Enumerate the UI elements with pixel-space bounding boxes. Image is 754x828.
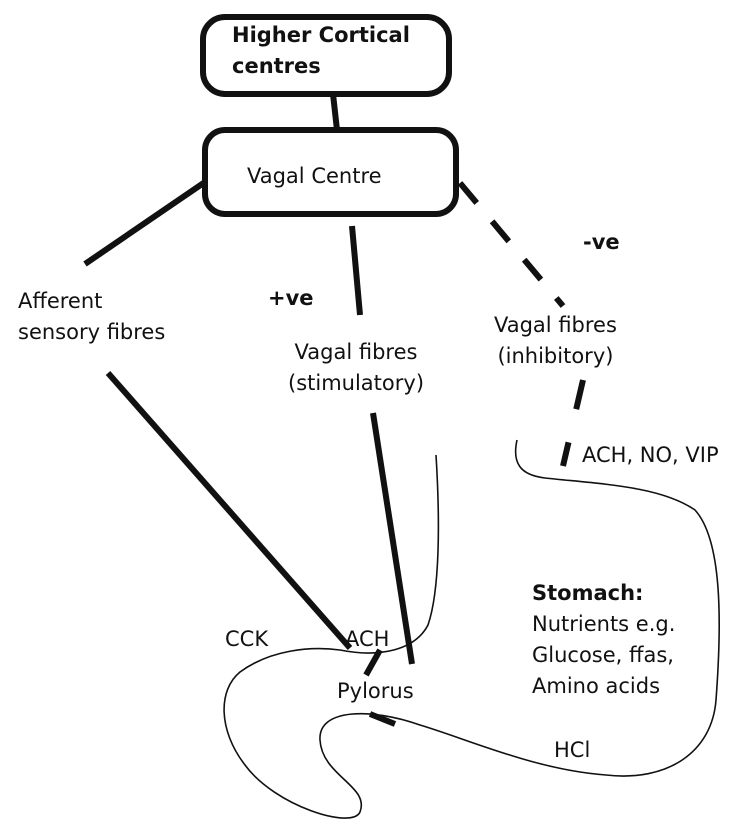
hcl-label: HCl bbox=[554, 738, 591, 762]
afferent-line1: Afferent bbox=[18, 289, 103, 313]
stimulatory-lower-line bbox=[370, 412, 415, 665]
pylorus-upper-line bbox=[363, 648, 383, 677]
inhibitory-upper-dashed-line bbox=[457, 181, 566, 308]
stimulatory-line1: Vagal fibres bbox=[294, 340, 418, 364]
higher-cortical-line2: centres bbox=[232, 54, 321, 78]
stomach-line3: Amino acids bbox=[532, 674, 661, 698]
inhibitory-line1: Vagal fibres bbox=[494, 313, 617, 337]
afferent-upper-line bbox=[83, 179, 207, 267]
stomach-heading: Stomach: bbox=[532, 581, 644, 605]
stimulatory-upper-line bbox=[349, 225, 363, 316]
stomach-line2: Glucose, ffas, bbox=[532, 643, 674, 667]
pylorus-label: Pylorus bbox=[337, 679, 414, 703]
stimulatory-label: Vagal fibres (stimulatory) bbox=[288, 337, 424, 399]
afferent-line2: sensory fibres bbox=[18, 320, 166, 344]
vagal-centre-box bbox=[202, 127, 459, 217]
ach-no-vip-label: ACH, NO, VIP bbox=[582, 443, 719, 467]
pylorus-lower-line bbox=[368, 711, 397, 727]
inhibitory-label: Vagal fibres (inhibitory) bbox=[494, 310, 617, 372]
stomach-outline bbox=[223, 439, 721, 819]
stomach-line1: Nutrients e.g. bbox=[532, 612, 676, 636]
vagal-centre-label: Vagal Centre bbox=[247, 164, 382, 188]
afferent-lower-line bbox=[105, 371, 353, 650]
cck-label: CCK bbox=[225, 627, 269, 651]
inhibitory-line2: (inhibitory) bbox=[497, 344, 614, 368]
higher-cortical-box bbox=[200, 14, 452, 97]
stimulatory-line2: (stimulatory) bbox=[288, 371, 425, 395]
plus-ve-label: +ve bbox=[268, 286, 314, 310]
higher-cortical-line1: Higher Cortical bbox=[232, 23, 410, 47]
afferent-label: Afferent sensory fibres bbox=[18, 286, 165, 348]
minus-ve-label: -ve bbox=[583, 230, 620, 254]
higher-cortical-label: Higher Cortical centres bbox=[232, 20, 410, 82]
stomach-text: Stomach: Nutrients e.g. Glucose, ffas, A… bbox=[532, 578, 675, 702]
inhibitory-lower-dashed-line bbox=[560, 379, 586, 467]
cortex-to-vagal-line bbox=[330, 93, 340, 131]
ach-label: ACH bbox=[345, 627, 390, 651]
